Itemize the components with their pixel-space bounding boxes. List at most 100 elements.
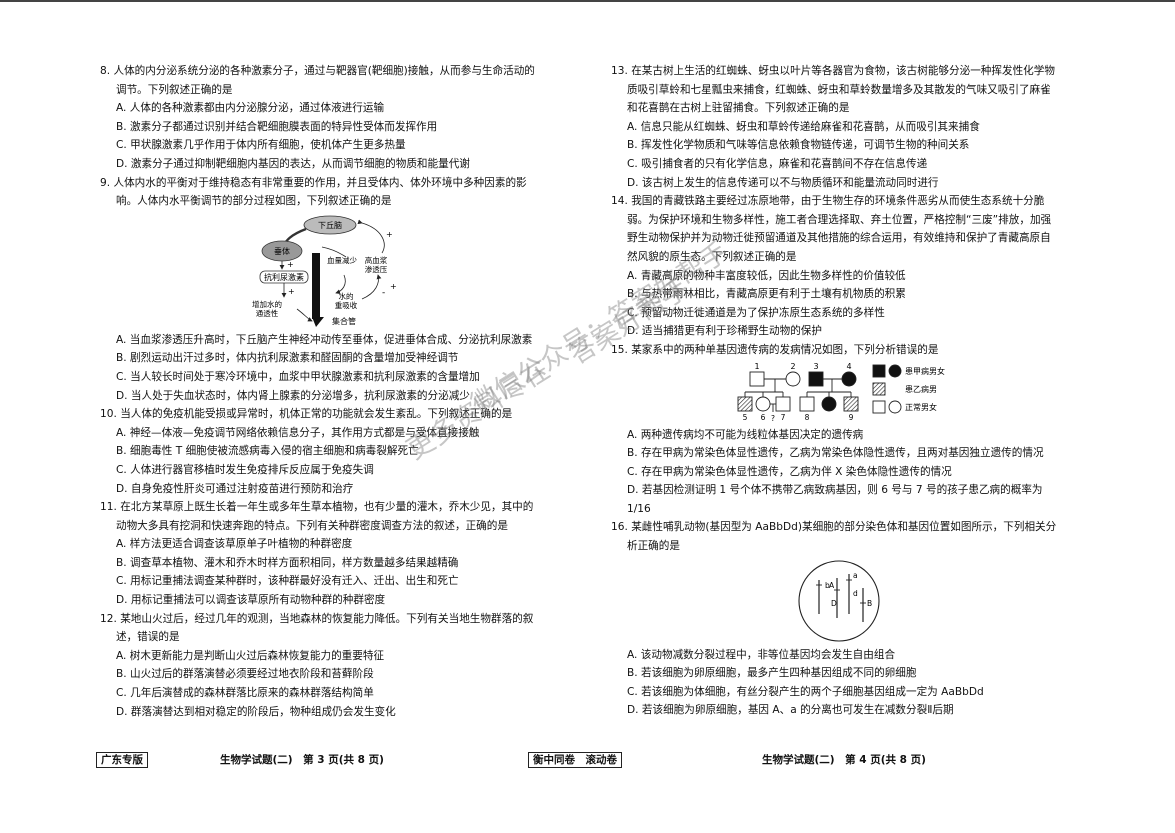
gene-label: b — [825, 581, 830, 590]
series-badge: 衡中同卷 滚动卷 — [528, 752, 622, 768]
plus-sign: + — [288, 287, 295, 296]
option-c: C. 吸引捕食者的只有化学信息，麻雀和花喜鹊间不存在信息传递 — [627, 157, 928, 170]
question-15: 15. 某家系中的两种单基因遗传病的发病情况如图，下列分析错误的是 1 2 3 … — [611, 341, 1061, 519]
cell-chromosome-diagram: b A D a d B — [798, 560, 880, 642]
option-d: D. 用标记重捕法可以调查该草原所有动物种群的种群密度 — [116, 594, 386, 607]
question-10: 10. 当人体的免疫机能受损或异常时，机体正常的功能就会发生紊乱。下列叙述正确的… — [100, 405, 538, 498]
option-c: C. 人体进行器官移植时发生免疫排斥反应属于免疫失调 — [116, 463, 374, 476]
pedigree-male-normal — [775, 396, 791, 411]
option-c: C. 几年后演替成的森林群落比原来的森林群落结构简单 — [116, 687, 374, 700]
question-stem: 12. 某地山火过后，经过几年的观测，当地森林的恢复能力降低。下列有关当地生物群… — [100, 612, 534, 644]
option-d: D. 自身免疫性肝炎可通过注射疫苗进行预防和治疗 — [116, 482, 354, 495]
option-b: B. 激素分子都通过识别并结合靶细胞膜表面的特异性受体而发挥作用 — [116, 120, 438, 133]
collecting-duct-label: 集合管 — [332, 316, 356, 326]
pituitary-label: 垂体 — [274, 246, 290, 256]
legend-disease-a: 患甲病男女 — [905, 366, 945, 376]
legend-disease-b: 患乙病男 — [905, 384, 937, 394]
collecting-duct-tip — [312, 316, 324, 327]
question-stem: 11. 在北方某草原上既生长着一年生或多年生草本植物，也有少量的灌木，乔木少见，… — [100, 501, 534, 532]
option-b: B. 存在甲病为常染色体显性遗传，乙病为常染色体隐性遗传，且两对基因独立遗传的情… — [627, 447, 1044, 460]
option-d: D. 若基因检测证明 1 号个体不携带乙病致病基因，则 6 号与 7 号的孩子患… — [627, 484, 1043, 515]
osmotic-label-2: 渗透压 — [365, 264, 388, 274]
option-a: A. 树木更新能力是判断山火过后森林恢复能力的重要特征 — [116, 649, 385, 662]
individual-number: 6 — [761, 413, 766, 422]
plus-sign: + — [287, 260, 294, 269]
option-b: B. 剧烈运动出汗过多时，体内抗利尿激素和醛固酮的含量增加受神经调节 — [116, 352, 459, 365]
reabsorb-arrow — [335, 274, 346, 294]
pedigree-chart: 1 2 3 4 — [737, 362, 945, 423]
legend-female-disease-a — [888, 364, 902, 377]
edition-badge: 广东专版 — [96, 752, 148, 768]
gene-label: d — [853, 589, 858, 598]
permeability-arrow — [296, 308, 313, 322]
osmotic-label-1: 高血浆 — [365, 255, 388, 265]
option-a: A. 当血浆渗透压升高时，下丘脑产生神经冲动传至垂体，促进垂体合成、分泌抗利尿激… — [116, 333, 533, 346]
plus-sign: + — [386, 230, 393, 239]
unknown-child-mark: ? — [771, 414, 775, 423]
footer-page-right: 生物学试题(二) 第 4 页(共 8 页) — [762, 754, 926, 766]
option-a: A. 信息只能从红蜘蛛、蚜虫和草蛉传递给麻雀和花喜鹊，从而吸引其来捕食 — [627, 120, 980, 133]
reabsorb-feedback-arrow — [361, 273, 382, 300]
legend-male-normal — [872, 400, 886, 413]
option-d: D. 当人处于失血状态时，体内肾上腺素的分泌增多，抗利尿激素的分泌减少 — [116, 389, 470, 402]
option-c: C. 存在甲病为常染色体显性遗传，乙病为伴 X 染色体隐性遗传的情况 — [627, 465, 952, 478]
pedigree-male-disease-b — [737, 396, 753, 411]
pedigree-male-normal — [749, 371, 765, 386]
permeability-label-1: 增加水的 — [252, 299, 282, 309]
option-a: A. 该动物减数分裂过程中，非等位基因均会发生自由组合 — [627, 648, 896, 661]
gene-label: D — [831, 599, 837, 608]
question-stem: 8. 人体的内分泌系统分泌的各种激素分子，通过与靶器官(靶细胞)接触，从而参与生… — [100, 65, 535, 96]
option-b: B. 若该细胞为卵原细胞，最多产生四种基因组成不同的卵细胞 — [627, 667, 917, 680]
option-b: B. 调查草本植物、灌木和乔木时样方面积相同，样方数量越多结果越精确 — [116, 556, 459, 569]
option-c: C. 用标记重捕法调查某种群时，该种群最好没有迁入、迁出、出生和死亡 — [116, 575, 459, 588]
question-14: 14. 我国的青藏铁路主要经过冻原地带，由于生物生存的环境条件恶劣从而使生态系统… — [611, 192, 1061, 341]
individual-number: 1 — [754, 362, 759, 371]
right-column: 13. 在某古树上生活的红蜘蛛、蚜虫以叶片等各器官为食物，该古树能够分泌一种挥发… — [611, 62, 1061, 720]
footer-page-left: 生物学试题(二) 第 3 页(共 8 页) — [220, 754, 384, 766]
plus-sign: + — [390, 282, 397, 291]
individual-number: 5 — [743, 413, 748, 422]
option-c: C. 甲状腺激素几乎作用于体内所有细胞，使机体产生更多热量 — [116, 139, 406, 152]
question-8: 8. 人体的内分泌系统分泌的各种激素分子，通过与靶器官(靶细胞)接触，从而参与生… — [100, 62, 538, 174]
question-12: 12. 某地山火过后，经过几年的观测，当地森林的恢复能力降低。下列有关当地生物群… — [100, 610, 538, 722]
permeability-label-2: 通透性 — [256, 308, 279, 318]
question-stem: 14. 我国的青藏铁路主要经过冻原地带，由于生物生存的环境条件恶劣从而使生态系统… — [611, 195, 1052, 263]
option-d: D. 激素分子通过抑制靶细胞内基因的表达，从而调节细胞的物质和能量代谢 — [116, 157, 470, 170]
water-balance-diagram: 下丘脑 垂体 + 抗利尿激素 + 增加水的 通透性 集合管 血量减少 高血浆 — [252, 215, 397, 327]
question-11: 11. 在北方某草原上既生长着一年生或多年生草本植物，也有少量的灌木，乔木少见，… — [100, 498, 538, 610]
option-d: D. 适当捕猎更有利于珍稀野生动物的保护 — [627, 325, 822, 338]
pedigree-figure: 1 2 3 4 — [611, 362, 1061, 424]
legend-female-normal — [888, 400, 902, 413]
option-a: A. 样方法更适合调查该草原单子叶植物的种群密度 — [116, 538, 353, 551]
option-d: D. 该古树上发生的信息传递可以不与物质循环和能量流动同时进行 — [627, 176, 939, 189]
pedigree-female-disease-a — [841, 371, 857, 386]
pedigree-male-disease-a — [808, 371, 824, 386]
individual-number: 2 — [790, 362, 795, 371]
option-d: D. 群落演替达到相对稳定的阶段后，物种组成仍会发生变化 — [116, 705, 396, 718]
individual-number: 4 — [846, 362, 851, 371]
option-b: B. 与热带雨林相比，青藏高原更有利于土壤有机物质的积累 — [627, 288, 906, 301]
minus-sign: - — [382, 288, 385, 298]
individual-number: 3 — [813, 362, 818, 371]
option-c: C. 预留动物迁徙通道是为了保护冻原生态系统的多样性 — [627, 306, 885, 319]
pedigree-female-normal — [755, 396, 771, 411]
question-13: 13. 在某古树上生活的红蜘蛛、蚜虫以叶片等各器官为食物，该古树能够分泌一种挥发… — [611, 62, 1061, 192]
osmotic-to-hypothalamus-arrow — [357, 219, 385, 253]
gene-label: A — [829, 581, 835, 590]
individual-number: 7 — [781, 413, 786, 422]
reabsorb-label-1: 水的 — [339, 291, 354, 301]
reabsorb-label-2: 重吸收 — [335, 300, 358, 310]
option-b: B. 细胞毒性 T 细胞使被流感病毒入侵的宿主细胞和病毒裂解死亡 — [116, 445, 419, 458]
question-stem: 13. 在某古树上生活的红蜘蛛、蚜虫以叶片等各器官为食物，该古树能够分泌一种挥发… — [611, 65, 1055, 115]
gene-label: a — [853, 571, 858, 580]
option-a: A. 人体的各种激素都由内分泌腺分泌，通过体液进行运输 — [116, 102, 385, 115]
question-9: 9. 人体内水的平衡对于维持稳态有非常重要的作用，并且受体内、体外环境中多种因素… — [100, 174, 538, 406]
adh-label: 抗利尿激素 — [264, 272, 304, 282]
pedigree-female-disease-a — [821, 396, 837, 411]
legend-male-disease-a — [872, 364, 886, 377]
option-a: A. 神经—体液—免疫调节网络依赖信息分子，其作用方式都是与受体直接接触 — [116, 426, 480, 439]
question-stem: 10. 当人体的免疫机能受损或异常时，机体正常的功能就会发生紊乱。下列叙述正确的… — [100, 408, 513, 421]
option-b: B. 山火过后的群落演替必须要经过地衣阶段和苔藓阶段 — [116, 668, 374, 681]
gene-label: B — [867, 599, 872, 608]
